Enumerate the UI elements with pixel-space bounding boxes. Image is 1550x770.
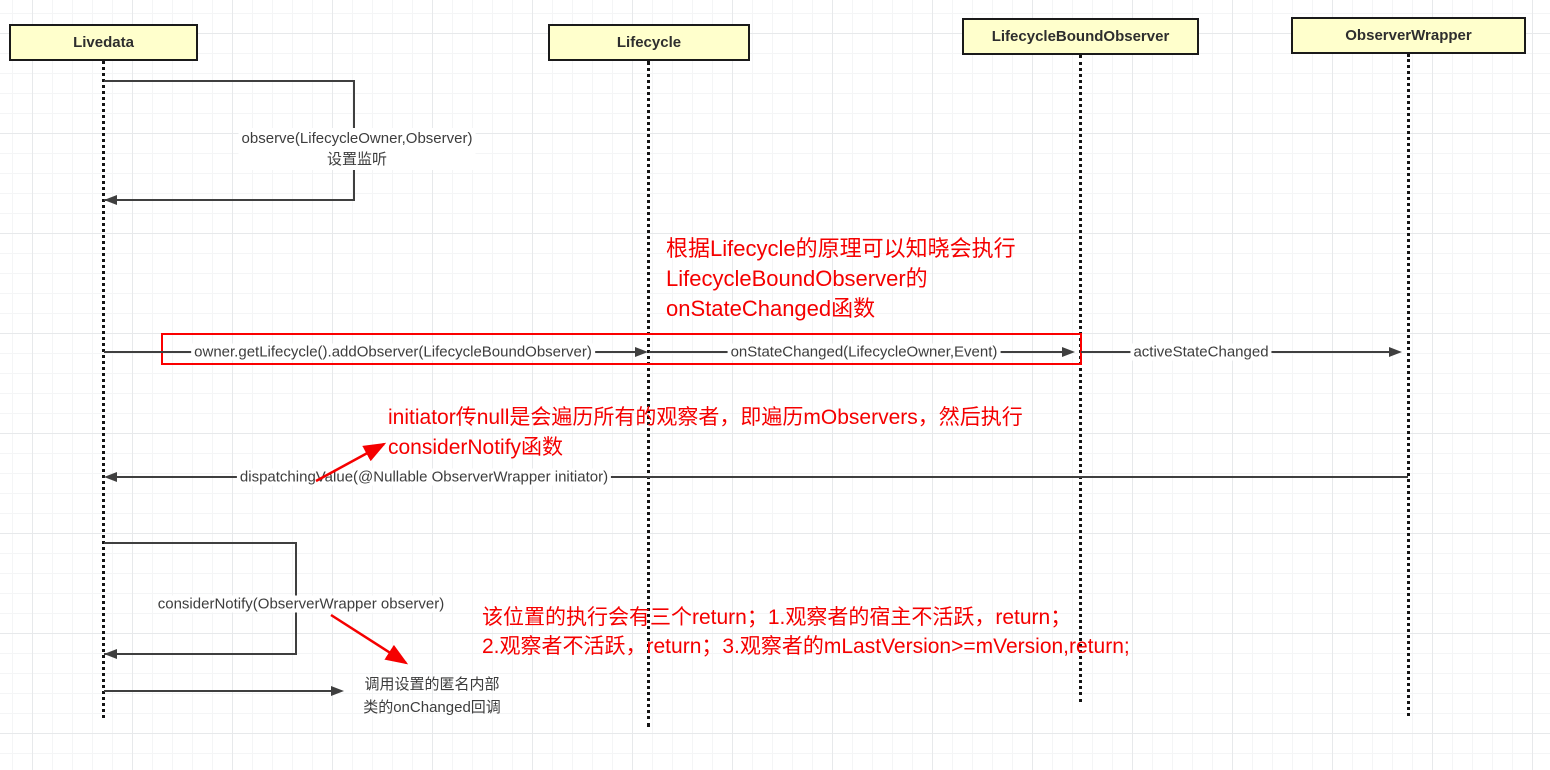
annotation-note1: 根据Lifecycle的原理可以知晓会执行 LifecycleBoundObse… — [666, 234, 1016, 324]
message-onchanged-line — [104, 690, 332, 692]
highlight-rectangle — [161, 333, 1082, 365]
actor-observerwrapper: ObserverWrapper — [1291, 17, 1526, 54]
message-onchanged-label: 调用设置的匿名内部 类的onChanged回调 — [363, 673, 501, 719]
self-call-considernotify-arrowhead — [104, 649, 117, 659]
message-observe-label: observe(LifecycleOwner,Observer) 设置监听 — [238, 128, 476, 170]
lifeline-lifecycle — [647, 61, 650, 727]
annotation-arrow-to-onchanged — [330, 613, 409, 665]
message-observe-text: observe(LifecycleOwner,Observer) — [241, 130, 473, 147]
message-onchanged-text-line2: 类的onChanged回调 — [363, 699, 501, 716]
actor-lifecycleboundobserver-label: LifecycleBoundObserver — [991, 28, 1170, 45]
lifeline-livedata — [102, 61, 105, 718]
lifeline-observerwrapper — [1407, 54, 1410, 716]
self-call-observe-arrowhead — [104, 195, 117, 205]
annotation-note1-line2: LifecycleBoundObserver的 — [666, 266, 928, 291]
actor-observerwrapper-label: ObserverWrapper — [1345, 27, 1472, 44]
message-activestatechanged-arrowhead — [1389, 347, 1402, 357]
annotation-note3-line1: 该位置的执行会有三个return；1.观察者的宿主不活跃，return； — [482, 606, 1072, 629]
message-dispatchingvalue-label: dispatchingValue(@Nullable ObserverWrapp… — [236, 468, 612, 486]
message-onstatechanged-arrowhead — [1062, 347, 1075, 357]
message-onchanged-arrowhead — [331, 686, 344, 696]
annotation-note2-line1: initiator传null是会遍历所有的观察者，即遍历mObservers，然… — [388, 406, 1023, 429]
actor-livedata: Livedata — [9, 24, 198, 61]
message-onchanged-text-line1: 调用设置的匿名内部 — [364, 676, 500, 693]
annotation-note1-line3: onStateChanged函数 — [666, 296, 876, 321]
message-considernotify-label: considerNotify(ObserverWrapper observer) — [154, 595, 448, 613]
actor-lifecycle: Lifecycle — [548, 24, 750, 61]
message-observe-subtext: 设置监听 — [326, 151, 388, 168]
annotation-note3-line2: 2.观察者不活跃，return；3.观察者的mLastVersion>=mVer… — [482, 635, 1130, 658]
message-dispatchingvalue-arrowhead — [104, 472, 117, 482]
actor-lifecycle-label: Lifecycle — [616, 34, 682, 51]
message-activestatechanged-label: activeStateChanged — [1130, 343, 1272, 361]
message-onstatechanged-label: onStateChanged(LifecycleOwner,Event) — [727, 343, 1001, 361]
annotation-note2-line2: considerNotify函数 — [388, 436, 564, 459]
lifeline-lifecycleboundobserver — [1079, 55, 1082, 702]
annotation-note3: 该位置的执行会有三个return；1.观察者的宿主不活跃，return； 2.观… — [482, 603, 1130, 661]
actor-livedata-label: Livedata — [73, 34, 134, 51]
annotation-note1-line1: 根据Lifecycle的原理可以知晓会执行 — [666, 236, 1016, 261]
annotation-note2: initiator传null是会遍历所有的观察者，即遍历mObservers，然… — [388, 403, 1023, 463]
message-addobserver-label: owner.getLifecycle().addObserver(Lifecyc… — [191, 343, 595, 361]
message-addobserver-arrowhead — [635, 347, 648, 357]
actor-lifecycleboundobserver: LifecycleBoundObserver — [962, 18, 1199, 55]
message-dispatchingvalue-line — [117, 476, 1408, 478]
